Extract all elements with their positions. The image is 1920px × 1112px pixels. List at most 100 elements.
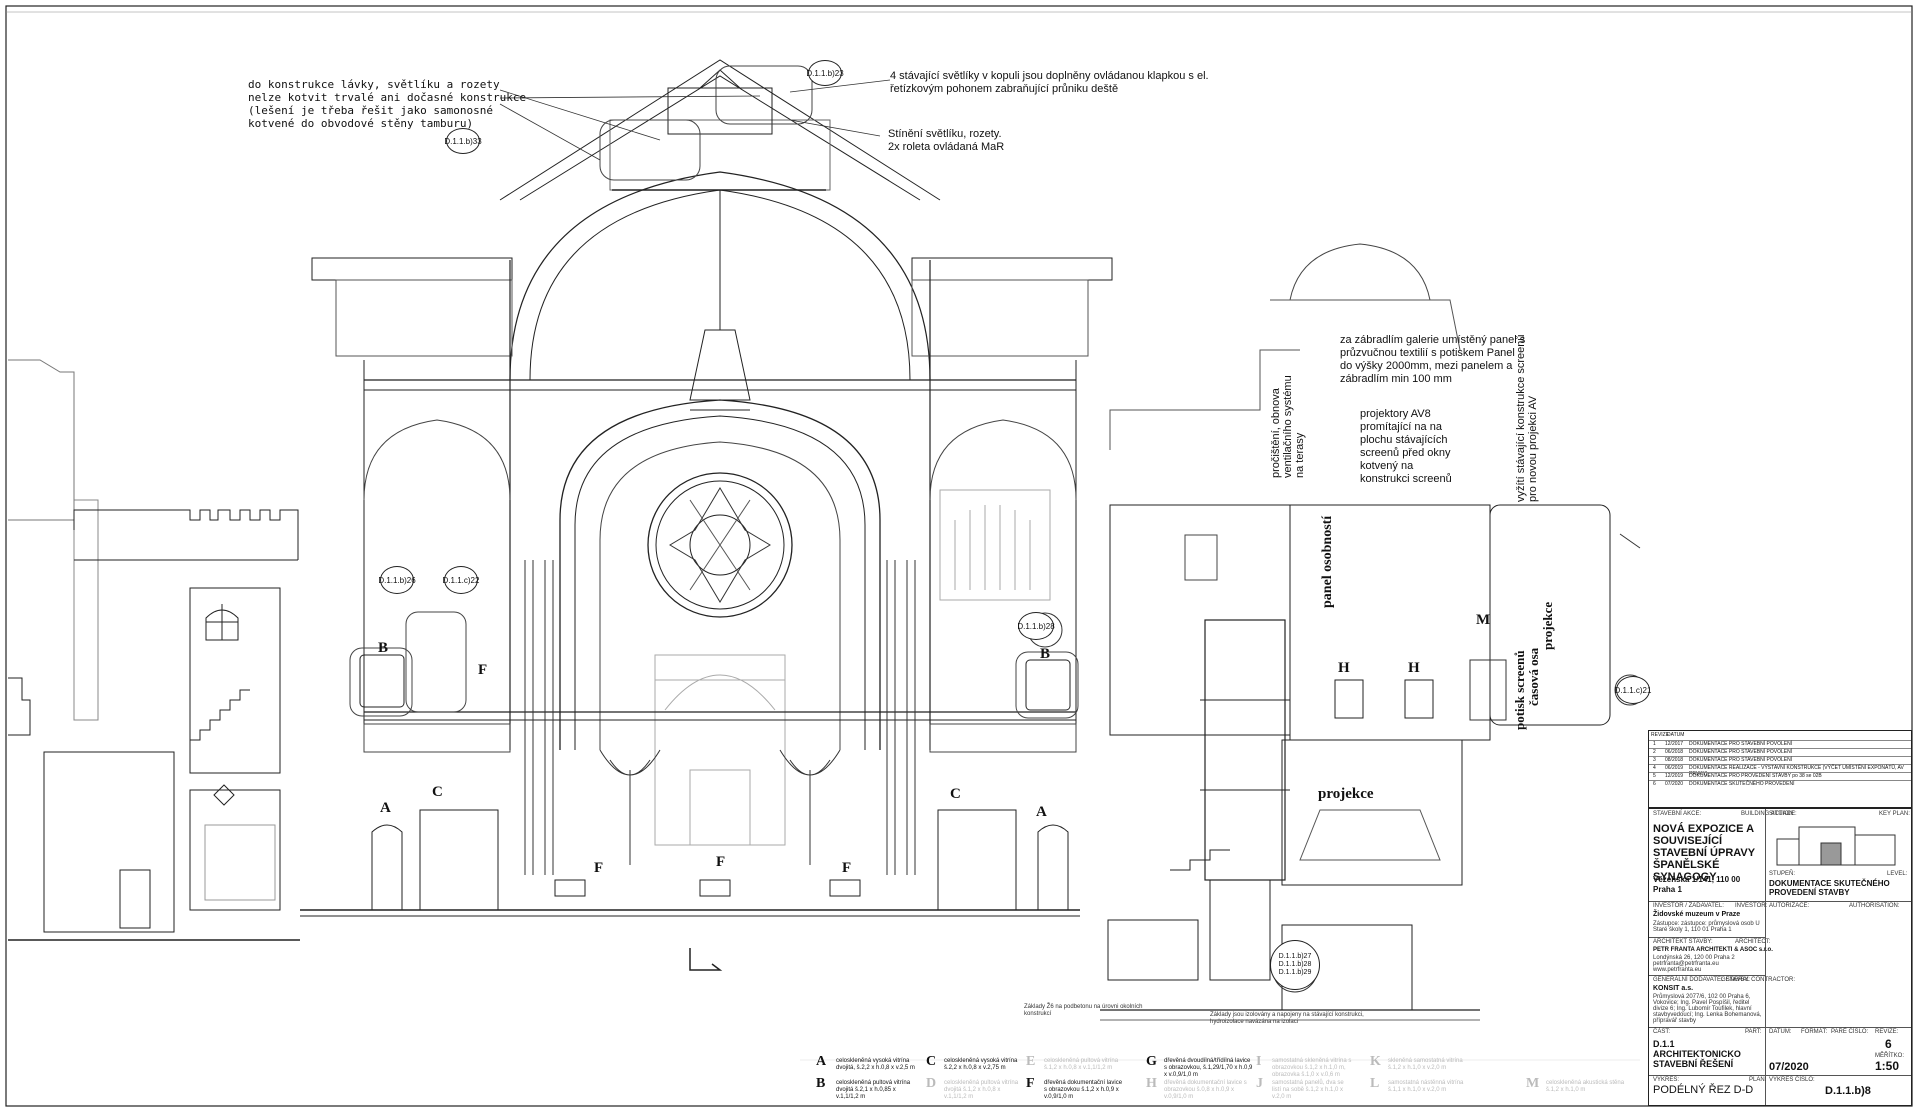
tb-drawing-number: D.1.1.b)8: [1825, 1085, 1871, 1097]
tb-stupen-label: STUPEŇ:: [1769, 871, 1796, 877]
tb-authorisation-label: AUTHORISATION:: [1849, 903, 1900, 909]
tb-autorizace-label: AUTORIZACE:: [1769, 903, 1810, 909]
rev-row: 5 12/2019 DOKUMENTACE PRO PROVEDENÍ STAV…: [1649, 772, 1911, 781]
tb-scale: 1:50: [1875, 1059, 1900, 1073]
tb-project-title: NOVÁ EXPOZICE A SOUVISEJÍCÍ STAVEBNÍ ÚPR…: [1653, 823, 1755, 883]
revision-table: REVIZE DATUM 1 12/2017 DOKUMENTACE PRO S…: [1648, 730, 1912, 808]
rev-text: DOKUMENTACE PRO STAVEBNÍ POVOLENÍ: [1689, 749, 1793, 755]
label-projekce-vertical: projekce: [1540, 601, 1555, 650]
tb-part-label: PART:: [1745, 1029, 1762, 1035]
key-plan-thumbnail: [1776, 826, 1896, 866]
tb-meritko-label: MĚŘÍTKO:: [1875, 1053, 1905, 1059]
legend-letter-A: A: [816, 1054, 827, 1069]
tb-architect-en-label: ARCHITECT:: [1735, 939, 1771, 945]
label-panel-osobnosti: panel osobností: [1320, 515, 1335, 608]
tb-architect: PETR FRANTA ARCHITEKTI & ASOC s.r.o.: [1653, 947, 1773, 953]
legend-letter-B: B: [816, 1076, 826, 1091]
detail-bubble-b23: D.1.1.b)23: [806, 60, 844, 86]
legend-letter-I: I: [1256, 1054, 1262, 1069]
note-shading: Stínění světlíku, rozety. 2x roleta ovlá…: [888, 128, 1005, 153]
rev-row: 6 07/2020 DOKUMENTACE SKUTEČNÉHO PROVEDE…: [1649, 780, 1911, 789]
note-screens: vyžítí stávající konstrukce screenů pro …: [1515, 334, 1539, 502]
detail-bubble-c21: D.1.1.c)21: [1615, 676, 1651, 704]
label-B-left: B: [378, 640, 389, 656]
tb-address: Vězeňská 1/141, 110 00 Praha 1: [1653, 875, 1741, 894]
tb-stage: DOKUMENTACE SKUTEČNÉHO PROVEDENÍ STAVBY: [1769, 879, 1890, 897]
tb-architect-label: ARCHITEKT STAVBY:: [1653, 939, 1713, 945]
note-scaffolding: do konstrukce lávky, světlíku a rozety n…: [248, 78, 527, 130]
legend-text-G: dřevěná dvoudílná/třídílná lavice s obra…: [1164, 1058, 1253, 1078]
tb-situace-label: SITUACE:: [1769, 811, 1797, 817]
note-foundations-2: Základy jsou izolovány a napojeny na stá…: [1210, 1012, 1364, 1025]
legend-text-C: celoskleněná vysoká vitrína š.2,2 x h.0,…: [944, 1058, 1018, 1071]
tb-revize: 6: [1885, 1037, 1892, 1051]
legend-text-B: celoskleněná pultová vitrína dvojitá š.2…: [836, 1080, 911, 1100]
label-A-left: A: [380, 800, 391, 816]
legend-letter-J: J: [1256, 1076, 1263, 1091]
rev-header-no: REVIZE: [1651, 732, 1670, 738]
label-C-left: C: [432, 784, 443, 800]
label-casova-osa: časová osa: [1526, 647, 1541, 706]
label-H-2: H: [1408, 660, 1420, 676]
tb-date: 07/2020: [1769, 1061, 1809, 1073]
tb-contractor: KONSIT a.s.: [1653, 985, 1694, 992]
rev-date: 12/2019: [1665, 773, 1684, 779]
legend-letter-K: K: [1370, 1054, 1381, 1069]
legend-text-I: samostatná skleněná vitrína s obrazovkou…: [1272, 1058, 1352, 1078]
rev-row: 4 06/2019 DOKUMENTACE REALIZACE - VÝSTAV…: [1649, 764, 1911, 777]
legend-text-H: dřevěná dokumentační lavice s obrazovkou…: [1164, 1080, 1247, 1100]
tb-contractor-address: Průmyslová 2077/6, 102 00 Praha 6, Vokov…: [1653, 994, 1762, 1024]
tb-pare-label: PARÉ ČÍSLO:: [1831, 1029, 1869, 1035]
label-H-1: H: [1338, 660, 1350, 676]
legend-text-M: celoskleněná akustická stěna š.1,2 x h.1…: [1546, 1080, 1625, 1093]
detail-bubble-b26: D.1.1.b)26: [378, 566, 416, 594]
legend-text-E: celoskleněná pultová vitrína š.1,2 x h.0…: [1044, 1058, 1119, 1071]
tb-investor: Židovské muzeum v Praze: [1653, 911, 1741, 918]
rev-no: 2: [1653, 749, 1656, 755]
rev-row: 1 12/2017 DOKUMENTACE PRO STAVEBNÍ POVOL…: [1649, 740, 1911, 749]
tb-building-label: BUILDING ACTION:: [1741, 811, 1796, 817]
legend-letter-C: C: [926, 1054, 937, 1069]
rev-text: DOKUMENTACE SKUTEČNÉHO PROVEDENÍ: [1689, 781, 1795, 787]
tb-plan-label: PLAN:: [1749, 1077, 1767, 1083]
legend-text-A: celoskleněná vysoká vitrína dvojitá, š.2…: [836, 1058, 915, 1071]
label-F-gallery-left: F: [478, 662, 488, 678]
tb-vykres-label: VÝKRES:: [1653, 1077, 1680, 1083]
rev-text: DOKUMENTACE PRO PROVEDENÍ STAVBY po 38 s…: [1689, 773, 1822, 779]
tb-format-label: FORMÁT:: [1801, 1029, 1828, 1035]
detail-bubble-b33: D.1.1.b)33: [444, 128, 482, 154]
tb-contractor-label: GENERÁLNÍ DODAVATEL STAVBY:: [1653, 977, 1750, 983]
tb-architect-address: Londýnská 26, 120 00 Praha 2 petrfranta@…: [1653, 955, 1735, 973]
legend-letter-L: L: [1370, 1076, 1380, 1091]
left-annex: [8, 359, 300, 941]
tb-cislo-label: VÝKRES ČÍSLO:: [1769, 1077, 1815, 1083]
tb-drawing-title: PODÉLNÝ ŘEZ D-D: [1653, 1084, 1754, 1096]
detail-bubble-c22: D.1.1.c)22: [443, 566, 479, 594]
rev-text: DOKUMENTACE PRO STAVEBNÍ POVOLENÍ: [1689, 741, 1793, 747]
rev-date: 08/2018: [1665, 757, 1684, 763]
tb-investor-address: Zástupce: zástupce: průmyslová osob U St…: [1653, 921, 1760, 933]
legend-text-D: celoskleněná pultová vitrína dvojitá š.1…: [944, 1080, 1019, 1100]
tb-datum-label: DATUM:: [1769, 1029, 1792, 1035]
rev-no: 3: [1653, 757, 1656, 763]
detail-bubble-b28: D.1.1.b)28: [1017, 612, 1055, 640]
rev-date: 07/2020: [1665, 781, 1684, 787]
label-B-right: B: [1040, 646, 1051, 662]
legend-letter-F: F: [1026, 1076, 1035, 1091]
tb-keyplan-label: KEY PLAN:: [1879, 811, 1910, 817]
rev-no: 6: [1653, 781, 1656, 787]
legend-text-L: samostatná nástěnná vitrína š.1,1 x h.1,…: [1388, 1080, 1464, 1093]
legend-text-J: samostatná panelů, dva se listí na sobě …: [1272, 1080, 1344, 1100]
tb-revize-label: REVIZE:: [1875, 1029, 1899, 1035]
note-gallery-panel: za zábradlím galerie umístěný panel s pr…: [1340, 334, 1526, 385]
legend-text-F: dřevěná dokumentační lavice s obrazovkou…: [1044, 1080, 1123, 1100]
tb-investor-en-label: INVESTOR:: [1735, 903, 1768, 909]
label-F-2: F: [716, 854, 726, 870]
legend-letter-E: E: [1026, 1054, 1036, 1069]
rev-no: 1: [1653, 741, 1656, 747]
rev-date: 06/2018: [1665, 749, 1684, 755]
legend-letter-H: H: [1146, 1076, 1157, 1091]
note-ventilation: pročištění, obnova ventilačního systému …: [1270, 375, 1306, 478]
